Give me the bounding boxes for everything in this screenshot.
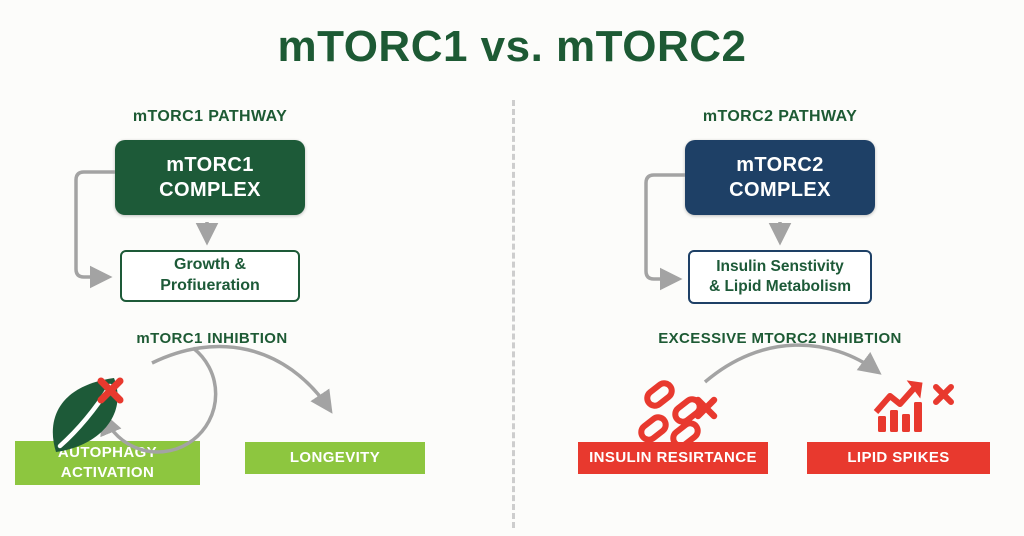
curve-arrow-to-lipid-spikes <box>703 343 882 384</box>
mtorc2-inhibition-label: EXCESSIVE MTORC2 INHIBTION <box>658 330 902 347</box>
page-title: mTORC1 vs. mTORC2 <box>277 22 747 71</box>
feedback-loop-arrow-left <box>74 170 115 289</box>
center-divider <box>512 100 515 528</box>
mtorc2-complex-box: mTORC2 COMPLEX <box>685 140 875 215</box>
x-mark-icon <box>694 396 718 420</box>
mtorc1-pathway-header: mTORC1 PATHWAY <box>132 108 288 125</box>
feedback-loop-arrow-right <box>644 173 685 291</box>
x-mark-icon <box>97 377 124 404</box>
autophagy-activation-box: AUTOPHAGY ACTIVATION <box>15 441 200 485</box>
loop-arrow-to-autophagy <box>100 346 218 454</box>
insulin-lipid-box: Insulin Senstivity & Lipid Metabolism <box>688 250 872 304</box>
insulin-resistance-box: INSULIN RESIRTANCE <box>578 442 768 474</box>
growth-proliferation-box: Growth & Profiueration <box>120 250 300 302</box>
mtorc1-complex-box: mTORC1 COMPLEX <box>115 140 305 215</box>
broken-chain-icon <box>638 380 703 449</box>
mtorc2-pathway-header: mTORC2 PATHWAY <box>702 108 858 125</box>
mtorc1-inhibition-label: mTORC1 INHIBTION <box>136 330 288 347</box>
curve-arrow-to-longevity <box>151 344 333 414</box>
lipid-spikes-box: LIPID SPIKES <box>807 442 990 474</box>
x-mark-icon <box>933 384 954 405</box>
longevity-box: LONGEVITY <box>245 442 425 474</box>
rising-chart-icon <box>873 380 923 432</box>
